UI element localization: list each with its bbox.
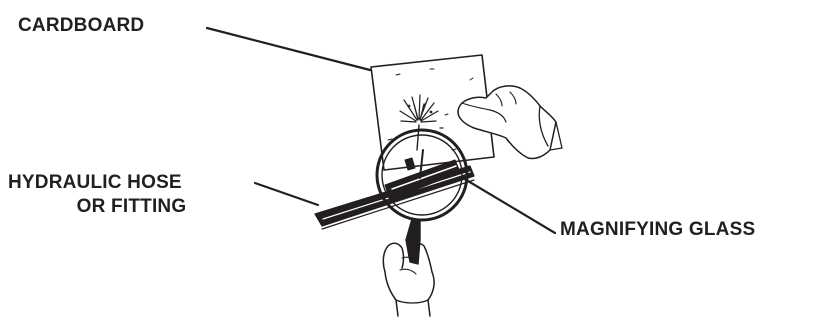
hose-lower-edge [321, 179, 475, 230]
magnified-hose [384, 159, 461, 201]
cardboard-texture [387, 68, 474, 151]
label-hydraulic-hose: HYDRAULIC HOSE OR FITTING [8, 171, 255, 219]
cardboard-leader-line [205, 26, 372, 72]
lower-hand-fingers [399, 256, 419, 275]
magnified-hose-highlight [391, 165, 457, 190]
magnified-fitting [404, 157, 416, 171]
glass-leader-line [456, 173, 557, 235]
label-hydraulic-hose-line2: OR FITTING [76, 196, 187, 217]
hose-leader-line [253, 181, 320, 207]
label-cardboard: CARDBOARD [18, 15, 145, 36]
label-hydraulic-hose-line1: HYDRAULIC HOSE [8, 172, 182, 193]
upper-hand-cuff [538, 105, 563, 151]
magnifying-lens-rim-inner [381, 134, 463, 216]
upper-hand-thumb [461, 102, 507, 123]
magnifying-handle [405, 218, 421, 265]
magnified-leak [419, 149, 424, 179]
lower-hand-cuff [395, 299, 429, 304]
upper-hand-knuckles [495, 91, 517, 107]
upper-hand [457, 85, 557, 160]
fluid-spray-burst [399, 94, 444, 129]
label-magnifying-glass: MAGNIFYING GLASS [560, 219, 756, 240]
cardboard-sheet [370, 54, 495, 171]
lower-hand [382, 242, 435, 317]
magnifying-lens-rim-outer [375, 128, 469, 222]
